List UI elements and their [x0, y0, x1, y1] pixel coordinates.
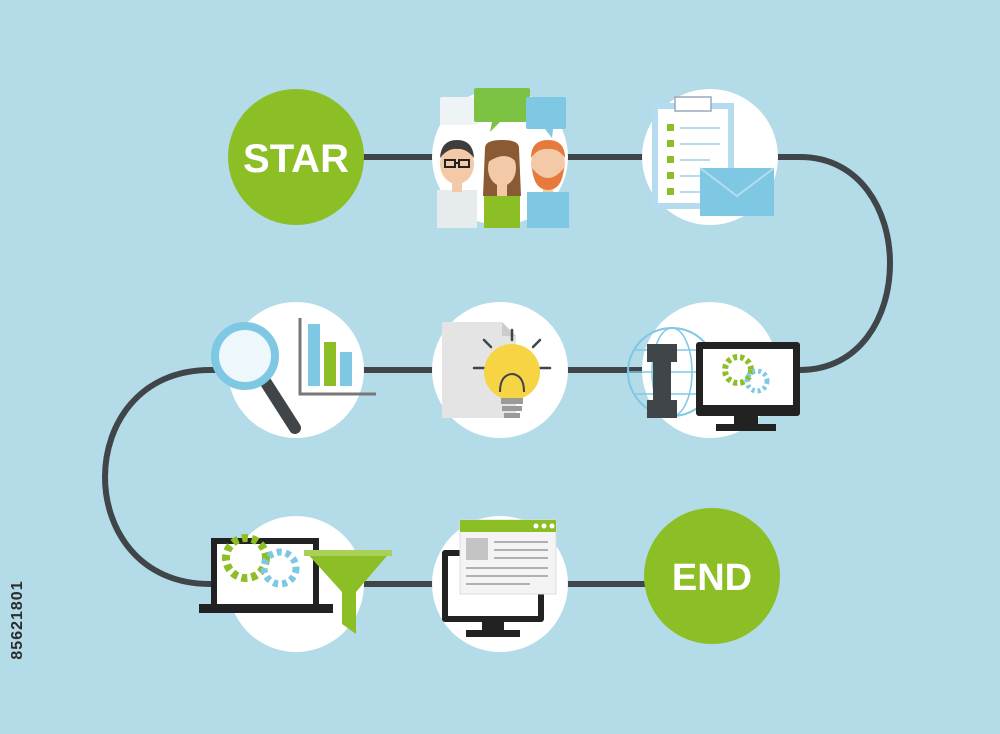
man-with-glasses-icon	[437, 140, 477, 228]
bar-chart-icon	[298, 318, 376, 396]
woman-icon	[483, 140, 521, 228]
webpage-window-icon	[459, 519, 557, 595]
side-identifier-text: 85621801	[9, 580, 26, 660]
webpage-node	[432, 516, 568, 652]
monitor-gears-icon	[696, 342, 800, 431]
flow-path	[102, 154, 893, 587]
end-node: END	[644, 508, 780, 644]
web-settings-node	[627, 302, 800, 438]
funnel-icon	[304, 550, 392, 634]
process-node	[199, 516, 392, 652]
idea-node	[432, 302, 568, 438]
chat-bubbles-icon	[440, 88, 566, 138]
laptop-gears-icon	[199, 534, 333, 613]
envelope-icon	[699, 167, 775, 216]
wrench-icon	[647, 344, 677, 418]
magnifier-icon	[211, 322, 301, 434]
bearded-man-icon	[527, 140, 569, 228]
start-label: STAR	[243, 137, 349, 181]
checklist-node	[642, 89, 778, 225]
end-label: END	[672, 557, 752, 599]
team-node	[432, 88, 569, 228]
start-node: STAR	[228, 89, 364, 225]
clipboard-checklist-icon	[652, 96, 734, 209]
side-identifier: 85621801	[8, 510, 28, 730]
lightbulb-icon	[472, 328, 552, 418]
analytics-node	[211, 302, 376, 438]
